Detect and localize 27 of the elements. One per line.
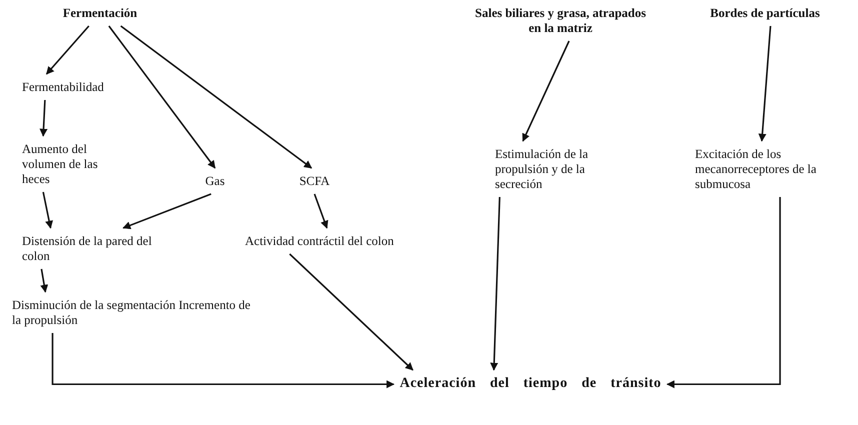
- arrow: [314, 194, 328, 229]
- node-text: Excitación de los mecanorreceptores de la submucosa: [695, 147, 825, 192]
- arrow: [122, 193, 212, 230]
- arrow: [522, 40, 570, 142]
- arrow: [40, 100, 48, 137]
- arrow: [490, 196, 500, 371]
- node-text: Disminución de la segmentación Incremento de la propulsión: [12, 298, 257, 328]
- arrow: [46, 25, 90, 75]
- arrow: [758, 26, 772, 142]
- arrow: [42, 192, 54, 229]
- node-text: Aumento del volumen de las heces: [22, 142, 122, 187]
- node-text: Distensión de la pared del colon: [22, 234, 152, 264]
- node-text: Gas: [195, 174, 235, 189]
- heading-text: Bordes de partículas: [705, 6, 825, 21]
- arrow: [120, 25, 312, 169]
- node-text: Actividad contráctil del colon: [245, 234, 395, 249]
- heading-text: Aceleración del tiempo de tránsito: [378, 376, 683, 393]
- arrow: [666, 197, 781, 388]
- node-text: Estimulación de la propulsión y de la secreción: [495, 147, 615, 192]
- heading-text: Sales biliares y grasa, atrapados en la matriz: [468, 6, 653, 36]
- arrow: [40, 268, 48, 293]
- heading-text: Fermentación: [50, 6, 150, 21]
- arrow: [52, 333, 395, 388]
- arrow: [108, 26, 216, 169]
- arrow: [289, 253, 414, 371]
- node-text: SCFA: [292, 174, 337, 189]
- node-text: Fermentabilidad: [22, 80, 132, 95]
